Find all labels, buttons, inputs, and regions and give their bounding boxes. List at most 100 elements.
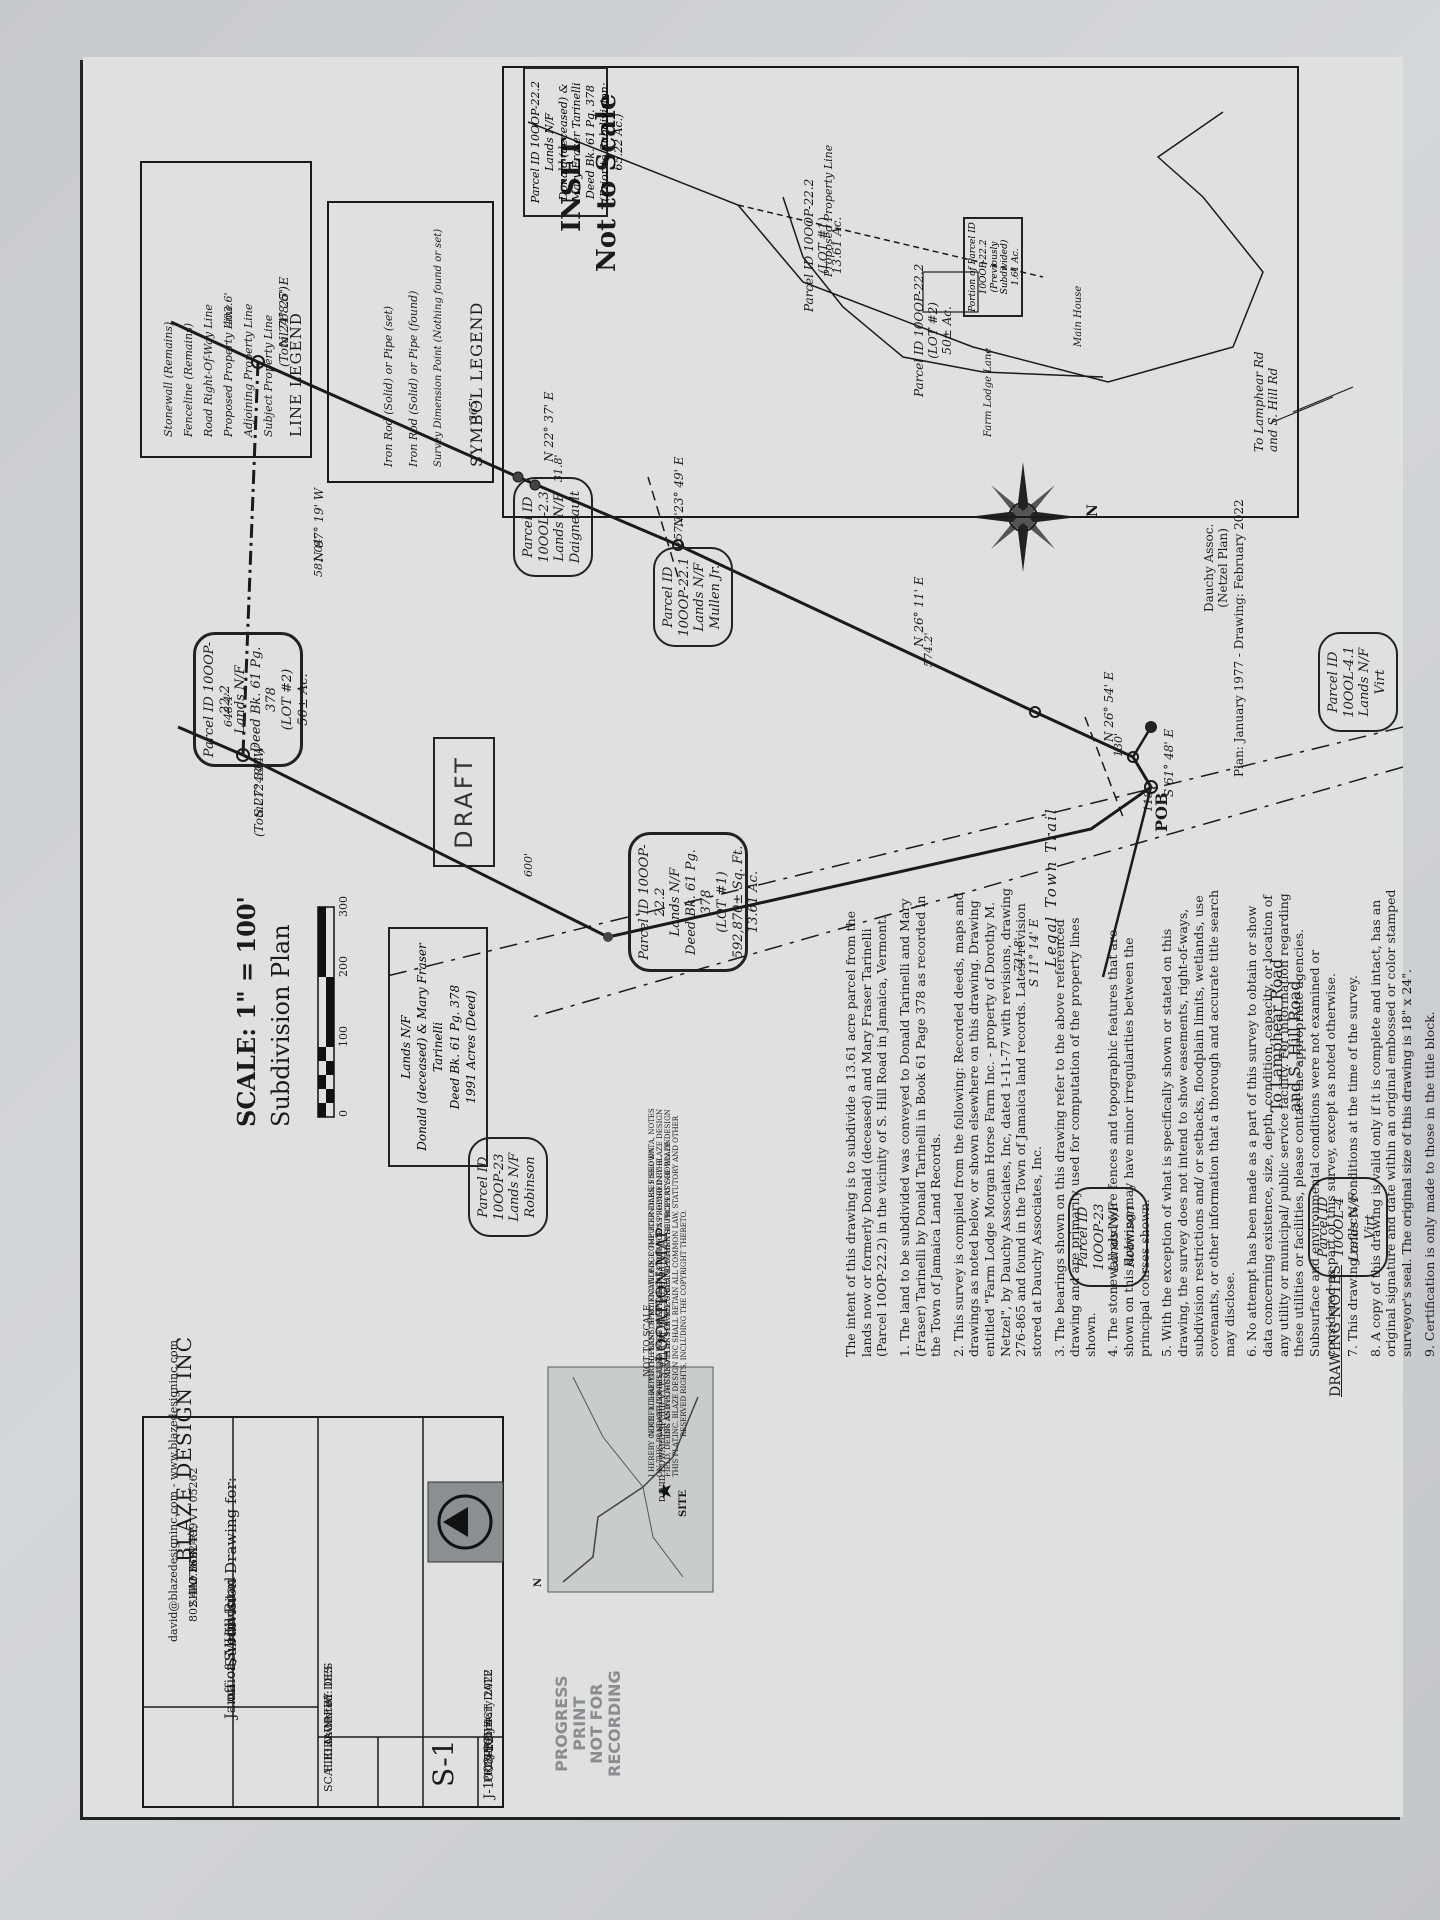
company-contact: david@blazedesigninc.com - www.blazedesi… <box>167 1340 180 1642</box>
s27-extension <box>177 725 244 757</box>
inset-road-1 <box>1292 386 1354 413</box>
subject-boundary <box>170 320 1134 759</box>
inset-lane <box>782 196 1104 378</box>
bearing-n23-dist: 257.2' <box>672 512 685 547</box>
stamp-line-2: PRINT <box>569 1696 589 1751</box>
north-label: N <box>1085 504 1101 517</box>
parcel-lot2-deed: Deed Bk. 61 Pg. 378 <box>248 646 280 753</box>
title-location-2: Jamaica, Vermont <box>223 1593 239 1719</box>
scale-bar <box>317 906 335 1118</box>
scale-tick-300: 300 <box>337 896 350 917</box>
inset-subdivided-2: 10OOP-22.2 <box>978 239 989 295</box>
survey-point-c2 <box>529 479 541 491</box>
plan-scale: SCALE: 1" = 100' <box>232 896 261 1127</box>
progress-print-stamp: PROGRESS PRINT NOT FOR RECORDING <box>552 1670 624 1777</box>
survey-point-j <box>236 748 250 762</box>
parcel-lot1-id: Parcel ID 10OOP-22.2 <box>637 844 668 960</box>
inset-lot2-id: Parcel ID 10OOP-22.2 <box>912 263 926 397</box>
line-legend-item-2: Adjoining Property Line <box>242 303 255 437</box>
bearing-s61-label: S 61° 48' E <box>1162 728 1176 797</box>
inset-subdivided-1: Portion of Parcel ID <box>968 222 978 312</box>
inset-lot2-acres: 50± Ac. <box>939 306 954 355</box>
note-4: 4. The stonewall and wire fences and top… <box>1105 929 1152 1357</box>
parcel-daigneault-owner: Daigneault <box>567 490 583 564</box>
title-project-no: J-1008-22 <box>482 1735 497 1799</box>
notes-intro: The intent of this drawing is to subdivi… <box>843 910 890 1357</box>
adjoin-line-2 <box>647 476 679 578</box>
plan-title: Subdivision Plan <box>267 924 295 1127</box>
survey-point-d <box>672 539 684 551</box>
note-9: 9. Certification is only made to those i… <box>1421 1011 1437 1357</box>
bearing-n87-dist: 581.04' <box>312 535 325 577</box>
bearing-n26-11-dist: 574.2' <box>922 632 935 667</box>
scale-tick-200: 200 <box>337 956 350 977</box>
line-legend-frame <box>140 161 312 458</box>
bearing-s27-dist1: 648.4' <box>222 692 235 727</box>
inset-lot2-label: Parcel ID 10OOP-22.2 (LOT #2) 50± Ac. <box>912 263 954 397</box>
bearing-n24-dist2: 365' <box>467 397 480 422</box>
inset-main-house-label: Main House <box>1073 285 1084 347</box>
parcel-daigneault-id: Parcel ID 10OOL-2.3 <box>521 491 552 563</box>
line-legend-item-1: Subject Property Line <box>262 314 275 437</box>
note-8: 8. A copy of this drawing is valid only … <box>1367 889 1414 1357</box>
stamp-line-4: RECORDING <box>604 1670 624 1777</box>
inset-parcel-id: Parcel ID 10OOP-22.2 <box>529 80 542 204</box>
parcel-lot2: Parcel ID 10OOP-22.2 Lands N/F Deed Bk. … <box>193 632 311 767</box>
inset-lot1-outline <box>527 111 1264 383</box>
n87w-lot-line <box>241 361 260 756</box>
note-2: 2. This survey is compiled from the foll… <box>950 888 1044 1357</box>
scale-tick-100: 100 <box>337 1026 350 1047</box>
sheet-number: S-1 <box>427 1739 460 1787</box>
reference-block: Dauchy Assoc. (Netzel Plan) <box>1202 523 1231 612</box>
parcel-virt1-lands: Lands N/F <box>1357 647 1373 717</box>
parcel-lot2-lot: (LOT #2) <box>279 668 295 731</box>
reference-survey-by: Dauchy Assoc. <box>1202 523 1216 612</box>
town-trail-line-2 <box>382 726 1403 978</box>
parcel-tarinelli: Lands N/F Donald (deceased) & Mary Frase… <box>388 927 488 1167</box>
inset-road-label-2: and S. Hill Rd <box>1265 367 1280 452</box>
parcel-tarinelli-acres: 1991 Acres (Deed) <box>463 990 478 1104</box>
location-map-frame <box>547 1366 714 1593</box>
title-scale: SCALE: As Noted <box>322 1694 335 1792</box>
inset-parcel-prior: (Prior to Subdivision: 65.22 Ac.) <box>597 82 625 202</box>
parcel-robinson2-lands: Lands N/F <box>507 1152 523 1222</box>
inset-road-label: To Lamphear Rd and S. Hill Rd <box>1252 351 1281 452</box>
plan-drawing <box>83 57 1403 1817</box>
inset-proposed-line-label: Proposed Property Line <box>822 144 835 277</box>
note-6: 6. No attempt has been made as a part of… <box>1244 893 1338 1357</box>
parcel-lot1-lot: (LOT #1) <box>714 871 730 933</box>
line-legend-item-6: Stonewall (Remains) <box>162 321 175 437</box>
inset-farm-lane-label: Farm Lodge Lane <box>983 347 994 437</box>
inset-subdivided-3: (Previously Subdivided) <box>989 239 1011 295</box>
rotated-drawing: INSET Not to Scale Parcel ID 10OOP-22.2 … <box>80 57 1437 1820</box>
site-star <box>658 1483 671 1499</box>
parcel-daigneault: Parcel ID 10OOL-2.3 Lands N/F Daigneault <box>513 477 593 577</box>
parcel-virt1-id: Parcel ID 10OOL-4.1 <box>1326 646 1357 718</box>
inset-parcel-box: Parcel ID 10OOP-22.2 Lands N/F Donald (d… <box>523 67 625 217</box>
bearing-s27-dist2: 600' <box>522 852 535 877</box>
symbol-legend-item-2: Iron Rod (Solid) or Pipe (found) <box>407 290 420 467</box>
parcel-tarinelli-deed: Deed Bk. 61 Pg. 378 <box>447 984 462 1110</box>
parcel-mullen: Parcel ID 10OOP-22.1 Lands N/F Mullen Jr… <box>653 547 733 647</box>
parcel-mullen-id: Parcel ID 10OOP-22.1 <box>661 557 692 637</box>
parcel-virt-1: Parcel ID 10OOL-4.1 Lands N/F Virt <box>1318 632 1398 732</box>
parcel-lot2-acres: 50± Ac. <box>295 673 311 726</box>
parcel-lot1-acres: 13.61 Ac. <box>746 870 762 934</box>
inset-parcel-lands: Lands N/F <box>542 112 556 172</box>
location-map-road-2 <box>572 1376 684 1578</box>
inset-parcel-owner1: Donald (deceased) & <box>556 83 570 201</box>
parcel-lot1-deed: Deed Bk. 61 Pg. 378 <box>683 849 715 955</box>
parcel-virt1-owner: Virt <box>1372 669 1388 695</box>
bearing-n26-54-label: N 26° 54' E <box>1102 671 1116 742</box>
drawing-notes: The intent of this drawing is to subdivi… <box>843 887 1440 1357</box>
bearing-n24-total: (Total 768.6') <box>277 286 291 367</box>
note-3: 3. The bearings shown on this drawing re… <box>1051 917 1098 1358</box>
symbol-legend-item-1: Iron Rod (Solid) or Pipe (set) <box>382 305 395 467</box>
reference-dates: Plan: January 1977 - Drawing: February 2… <box>1232 499 1246 777</box>
pob-label: POB <box>1152 792 1171 833</box>
bearing-n26-54-dist: 130' <box>1112 732 1125 757</box>
stamp-line-1: PROGRESS <box>552 1675 571 1772</box>
title-block <box>142 1416 504 1808</box>
parcel-tarinelli-owner: Donald (deceased) & Mary Fraser Tarinell… <box>415 943 446 1151</box>
reference-plan: (Netzel Plan) <box>1215 528 1230 608</box>
